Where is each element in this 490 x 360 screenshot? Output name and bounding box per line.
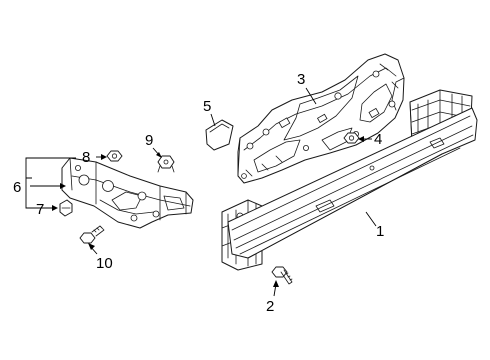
callout-5: 5 bbox=[203, 98, 211, 115]
callout-10: 10 bbox=[96, 255, 113, 272]
callout-6: 6 bbox=[13, 179, 21, 196]
part-2-bolt bbox=[271, 266, 293, 285]
part-7-clip bbox=[59, 199, 73, 217]
part-8-nut bbox=[106, 150, 123, 162]
callout-9: 9 bbox=[145, 132, 153, 149]
part-10-bolt bbox=[79, 225, 105, 244]
callout-2: 2 bbox=[266, 298, 274, 315]
part-1-reinforcement-beam bbox=[221, 89, 478, 271]
leader-lines bbox=[25, 87, 377, 297]
part-9-clip-nut bbox=[157, 155, 175, 173]
callout-8: 8 bbox=[82, 149, 90, 166]
part-6-side-bracket bbox=[61, 157, 194, 229]
part-5-cover-cap bbox=[205, 119, 234, 151]
callout-labels: 1 2 3 4 5 6 7 8 9 10 bbox=[13, 71, 384, 315]
callout-4: 4 bbox=[374, 131, 382, 148]
leader-5 bbox=[210, 113, 216, 127]
leader-3 bbox=[305, 87, 317, 105]
callout-1: 1 bbox=[376, 223, 384, 240]
part-4-nut bbox=[343, 132, 360, 144]
part-3-bracket-panel bbox=[237, 53, 405, 184]
leader-1 bbox=[365, 211, 377, 227]
callout-3: 3 bbox=[297, 71, 305, 88]
callout-7: 7 bbox=[36, 201, 44, 218]
leader-6 bbox=[25, 157, 76, 209]
